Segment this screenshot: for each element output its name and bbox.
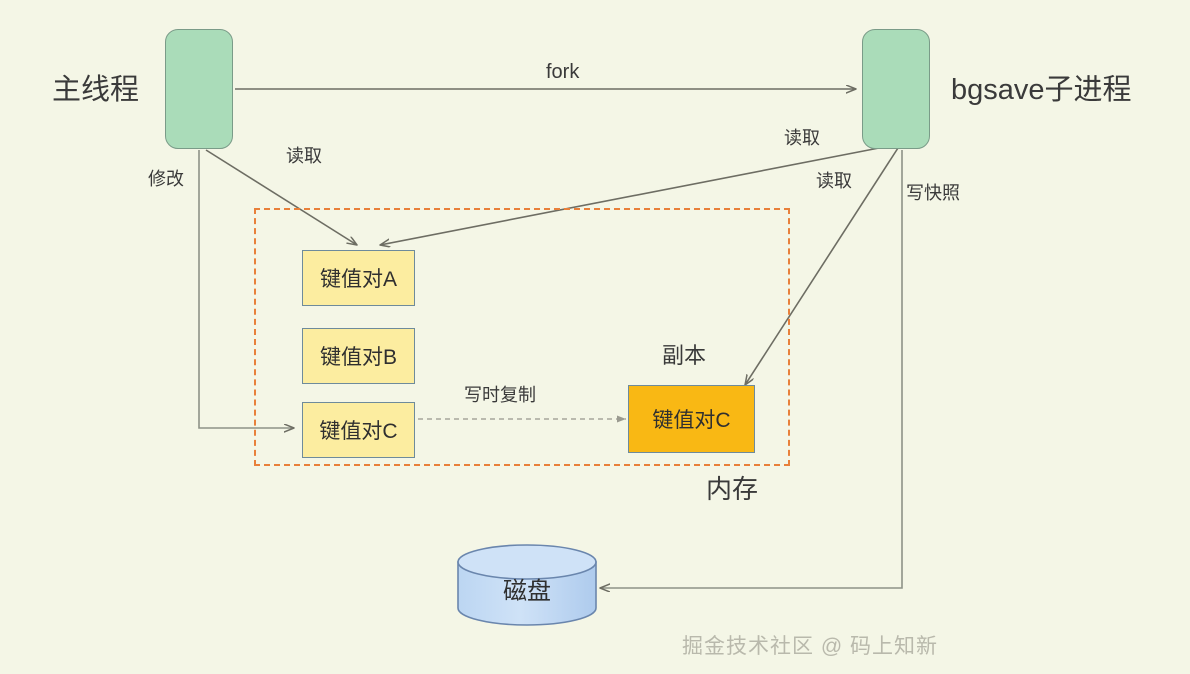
disk-node[interactable]: 磁盘 xyxy=(458,545,596,625)
edge-label-copy-on-write: 写时复制 xyxy=(464,385,536,405)
edge-label-fork: fork xyxy=(546,61,580,83)
memory-frame xyxy=(254,208,790,466)
kv-pair-b-box[interactable]: 键值对B xyxy=(302,328,415,384)
edge-label-read-main: 读取 xyxy=(286,146,322,166)
disk-label: 磁盘 xyxy=(503,578,551,605)
edge-read-child-upper xyxy=(380,147,880,245)
bgsave-child-label: bgsave子进程 xyxy=(951,74,1132,106)
edge-label-write-snapshot: 写快照 xyxy=(906,183,960,203)
memory-label: 内存 xyxy=(706,474,759,504)
edge-label-read-child-lower: 读取 xyxy=(816,171,852,191)
kv-pair-c-copy-box[interactable]: 键值对C xyxy=(628,385,755,453)
edge-write-snapshot xyxy=(600,150,903,588)
edge-modify xyxy=(198,150,294,428)
edge-read-child-lower xyxy=(745,147,899,385)
watermark: 掘金技术社区 @ 码上知新 xyxy=(682,635,938,658)
kv-pair-c-box[interactable]: 键值对C xyxy=(302,402,415,458)
kv-pair-a-box[interactable]: 键值对A xyxy=(302,250,415,306)
edge-label-read-child-upper: 读取 xyxy=(784,128,820,148)
edge-label-modify: 修改 xyxy=(148,169,184,189)
disk-shape xyxy=(457,544,597,626)
copy-caption-label: 副本 xyxy=(662,343,707,368)
main-thread-box[interactable] xyxy=(165,29,233,149)
bgsave-child-box[interactable] xyxy=(862,29,930,149)
edge-read-main xyxy=(205,149,357,245)
main-thread-label: 主线程 xyxy=(52,74,140,106)
